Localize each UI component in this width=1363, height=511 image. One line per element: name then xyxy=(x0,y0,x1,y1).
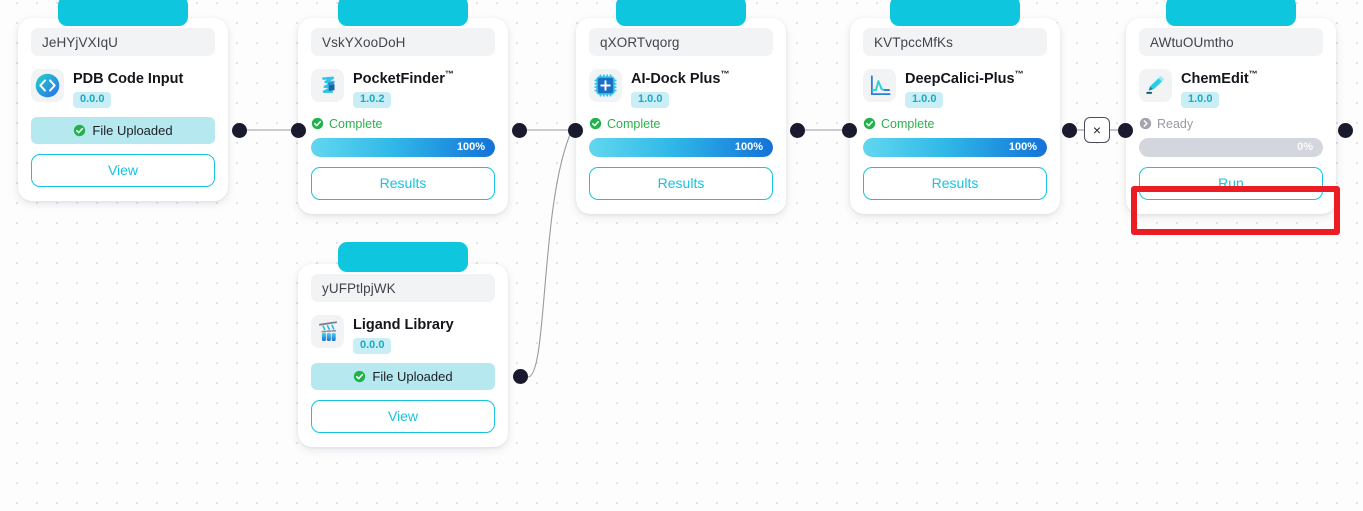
test-tubes-icon xyxy=(311,315,344,348)
status-complete: Complete xyxy=(311,117,495,131)
chip-plus-icon xyxy=(589,69,622,102)
port-output-deepcalici[interactable] xyxy=(1062,123,1077,138)
status-text: Complete xyxy=(881,116,935,131)
progress-bar: 100% xyxy=(589,137,773,157)
version-badge: 1.0.0 xyxy=(1181,91,1220,108)
node-ligand-library[interactable]: yUFPtlpjWK xyxy=(298,242,508,447)
check-circle-icon xyxy=(354,370,366,383)
port-output-pocketfinder[interactable] xyxy=(512,123,527,138)
progress-label: 100% xyxy=(734,141,763,154)
check-circle-icon xyxy=(863,118,876,130)
port-input-deepcalici[interactable] xyxy=(842,123,857,138)
node-header-tab xyxy=(338,0,468,26)
node-id-label: KVTpccMfKs xyxy=(863,28,1047,56)
port-output-chemedit[interactable] xyxy=(1338,123,1353,138)
results-button[interactable]: Results xyxy=(589,166,773,200)
node-title-row: Ligand Library 0.0.0 xyxy=(311,315,495,354)
node-chemedit[interactable]: AWtuOUmtho ChemEdit™ 1.0.0 Ready xyxy=(1126,0,1336,214)
node-header-tab xyxy=(1166,0,1296,26)
node-deepcalici-plus[interactable]: KVTpccMfKs DeepCalici-Plus™ 1.0.0 Comple… xyxy=(850,0,1060,214)
protein-ribbon-icon xyxy=(311,69,344,102)
node-title-row: ChemEdit™ 1.0.0 xyxy=(1139,69,1323,108)
version-badge: 1.0.2 xyxy=(353,91,392,108)
progress-label: 100% xyxy=(1008,141,1037,154)
code-brackets-icon xyxy=(31,69,64,102)
pencil-icon xyxy=(1139,69,1172,102)
app-name: PDB Code Input xyxy=(73,70,184,87)
node-id-label: AWtuOUmtho xyxy=(1139,28,1323,56)
status-text: File Uploaded xyxy=(372,368,453,384)
check-circle-icon xyxy=(74,124,86,137)
node-header-tab xyxy=(616,0,746,26)
remove-connection-button[interactable]: × xyxy=(1084,117,1110,143)
edge-ligandlibrary-to-aidock xyxy=(527,129,573,378)
node-pocketfinder[interactable]: VskYXooDoH PocketFinder™ 1.0.2 Complete xyxy=(298,0,508,214)
node-id-label: VskYXooDoH xyxy=(311,28,495,56)
version-badge: 1.0.0 xyxy=(905,91,944,108)
progress-label: 0% xyxy=(1297,141,1313,154)
node-header-tab xyxy=(890,0,1020,26)
version-badge: 1.0.0 xyxy=(631,91,670,108)
progress-label: 100% xyxy=(456,141,485,154)
node-title-row: PDB Code Input 0.0.0 xyxy=(31,69,215,108)
view-button[interactable]: View xyxy=(311,399,495,433)
node-header-tab xyxy=(338,242,468,272)
status-text: Complete xyxy=(607,116,661,131)
status-complete: Complete xyxy=(589,117,773,131)
port-input-chemedit[interactable] xyxy=(1118,123,1133,138)
port-input-pocketfinder[interactable] xyxy=(291,123,306,138)
status-text: Ready xyxy=(1157,116,1194,131)
progress-bar: 0% xyxy=(1139,137,1323,157)
check-circle-icon xyxy=(589,118,602,130)
run-button[interactable]: Run xyxy=(1139,166,1323,200)
status-text: Complete xyxy=(329,116,383,131)
app-name: Ligand Library xyxy=(353,316,454,333)
app-name: DeepCalici-Plus™ xyxy=(905,69,1024,87)
node-title-row: AI-Dock Plus™ 1.0.0 xyxy=(589,69,773,108)
port-output-pdb[interactable] xyxy=(232,123,247,138)
version-badge: 0.0.0 xyxy=(353,337,392,354)
progress-bar: 100% xyxy=(863,137,1047,157)
port-output-ligand-library[interactable] xyxy=(513,369,528,384)
version-badge: 0.0.0 xyxy=(73,91,112,108)
port-output-aidock[interactable] xyxy=(790,123,805,138)
node-id-label: qXORTvqorg xyxy=(589,28,773,56)
line-chart-icon xyxy=(863,69,896,102)
results-button[interactable]: Results xyxy=(311,166,495,200)
results-button[interactable]: Results xyxy=(863,166,1047,200)
app-name: ChemEdit™ xyxy=(1181,69,1258,87)
status-badge-file-uploaded: File Uploaded xyxy=(31,116,215,144)
port-input-aidock[interactable] xyxy=(568,123,583,138)
node-pdb-code-input[interactable]: JeHYjVXIqU PDB Code Input 0.0.0 xyxy=(18,0,228,201)
check-circle-icon xyxy=(311,118,324,130)
status-badge-file-uploaded: File Uploaded xyxy=(311,362,495,390)
app-name: PocketFinder™ xyxy=(353,69,454,87)
app-name: AI-Dock Plus™ xyxy=(631,69,730,87)
progress-bar: 100% xyxy=(311,137,495,157)
node-ai-dock-plus[interactable]: qXORTvqorg AI-Dock Plus™ 1.0.0 xyxy=(576,0,786,214)
status-ready: Ready xyxy=(1139,117,1323,131)
node-id-label: yUFPtlpjWK xyxy=(311,274,495,302)
status-complete: Complete xyxy=(863,117,1047,131)
node-title-row: PocketFinder™ 1.0.2 xyxy=(311,69,495,108)
view-button[interactable]: View xyxy=(31,153,215,187)
node-header-tab xyxy=(58,0,188,26)
node-id-label: JeHYjVXIqU xyxy=(31,28,215,56)
chevron-right-circle-icon xyxy=(1139,118,1152,130)
status-text: File Uploaded xyxy=(92,122,173,138)
node-title-row: DeepCalici-Plus™ 1.0.0 xyxy=(863,69,1047,108)
